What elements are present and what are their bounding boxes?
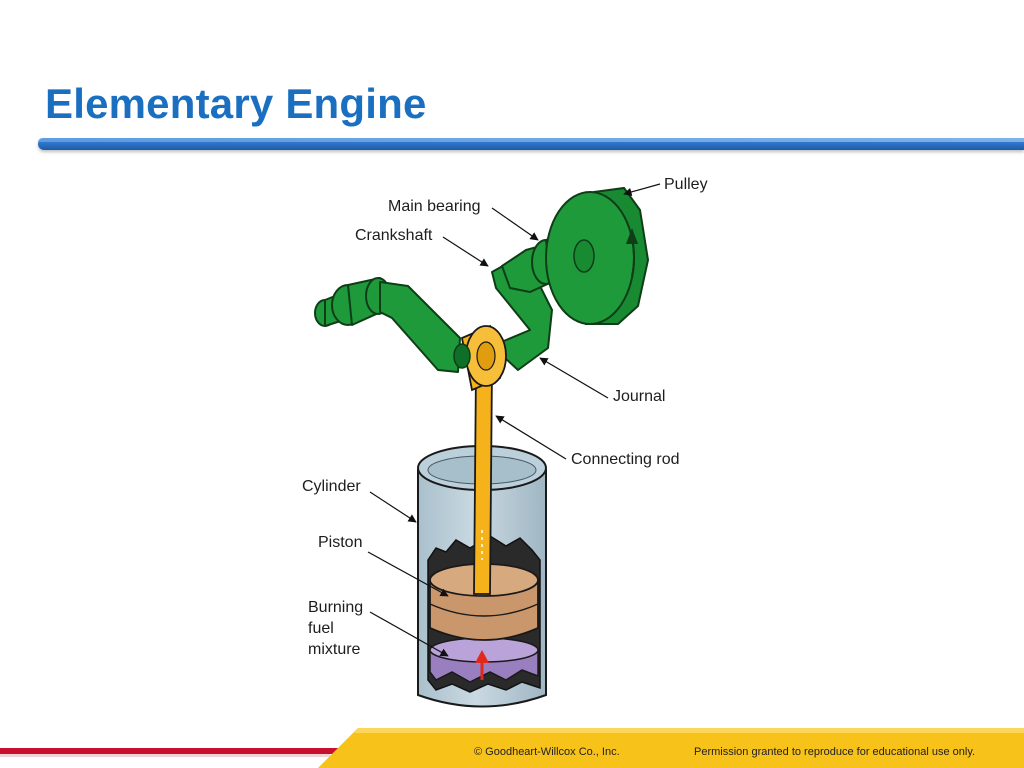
- label-pulley: Pulley: [623, 176, 708, 197]
- pulley: [545, 186, 650, 325]
- label-piston: Piston: [318, 534, 449, 597]
- svg-text:Main bearing: Main bearing: [388, 198, 481, 215]
- svg-text:Piston: Piston: [318, 534, 362, 551]
- label-main-bearing: Main bearing: [388, 198, 539, 241]
- connecting-rod: [473, 367, 493, 595]
- slide-title: Elementary Engine: [45, 80, 427, 127]
- label-connecting-rod: Connecting rod: [495, 415, 680, 468]
- footer-copyright: © Goodheart-Willcox Co., Inc.: [474, 746, 620, 758]
- svg-text:Connecting rod: Connecting rod: [571, 451, 680, 468]
- journal: [453, 324, 507, 392]
- svg-text:Journal: Journal: [613, 388, 665, 405]
- svg-text:mixture: mixture: [308, 641, 361, 658]
- pressure-arrow: [475, 650, 489, 680]
- title-rule-highlight: [38, 138, 1024, 142]
- svg-text:Pulley: Pulley: [664, 176, 708, 193]
- label-journal: Journal: [539, 357, 665, 405]
- label-cylinder: Cylinder: [302, 478, 417, 523]
- footer-permission: Permission granted to reproduce for educ…: [694, 746, 976, 758]
- svg-text:Crankshaft: Crankshaft: [355, 227, 433, 244]
- svg-text:fuel: fuel: [308, 620, 334, 637]
- label-crankshaft: Crankshaft: [355, 227, 489, 267]
- crankshaft: [314, 231, 589, 373]
- svg-text:Cylinder: Cylinder: [302, 478, 361, 495]
- label-burning-fuel-mixture: Burning fuel mixture: [308, 599, 449, 658]
- svg-text:Burning: Burning: [308, 599, 363, 616]
